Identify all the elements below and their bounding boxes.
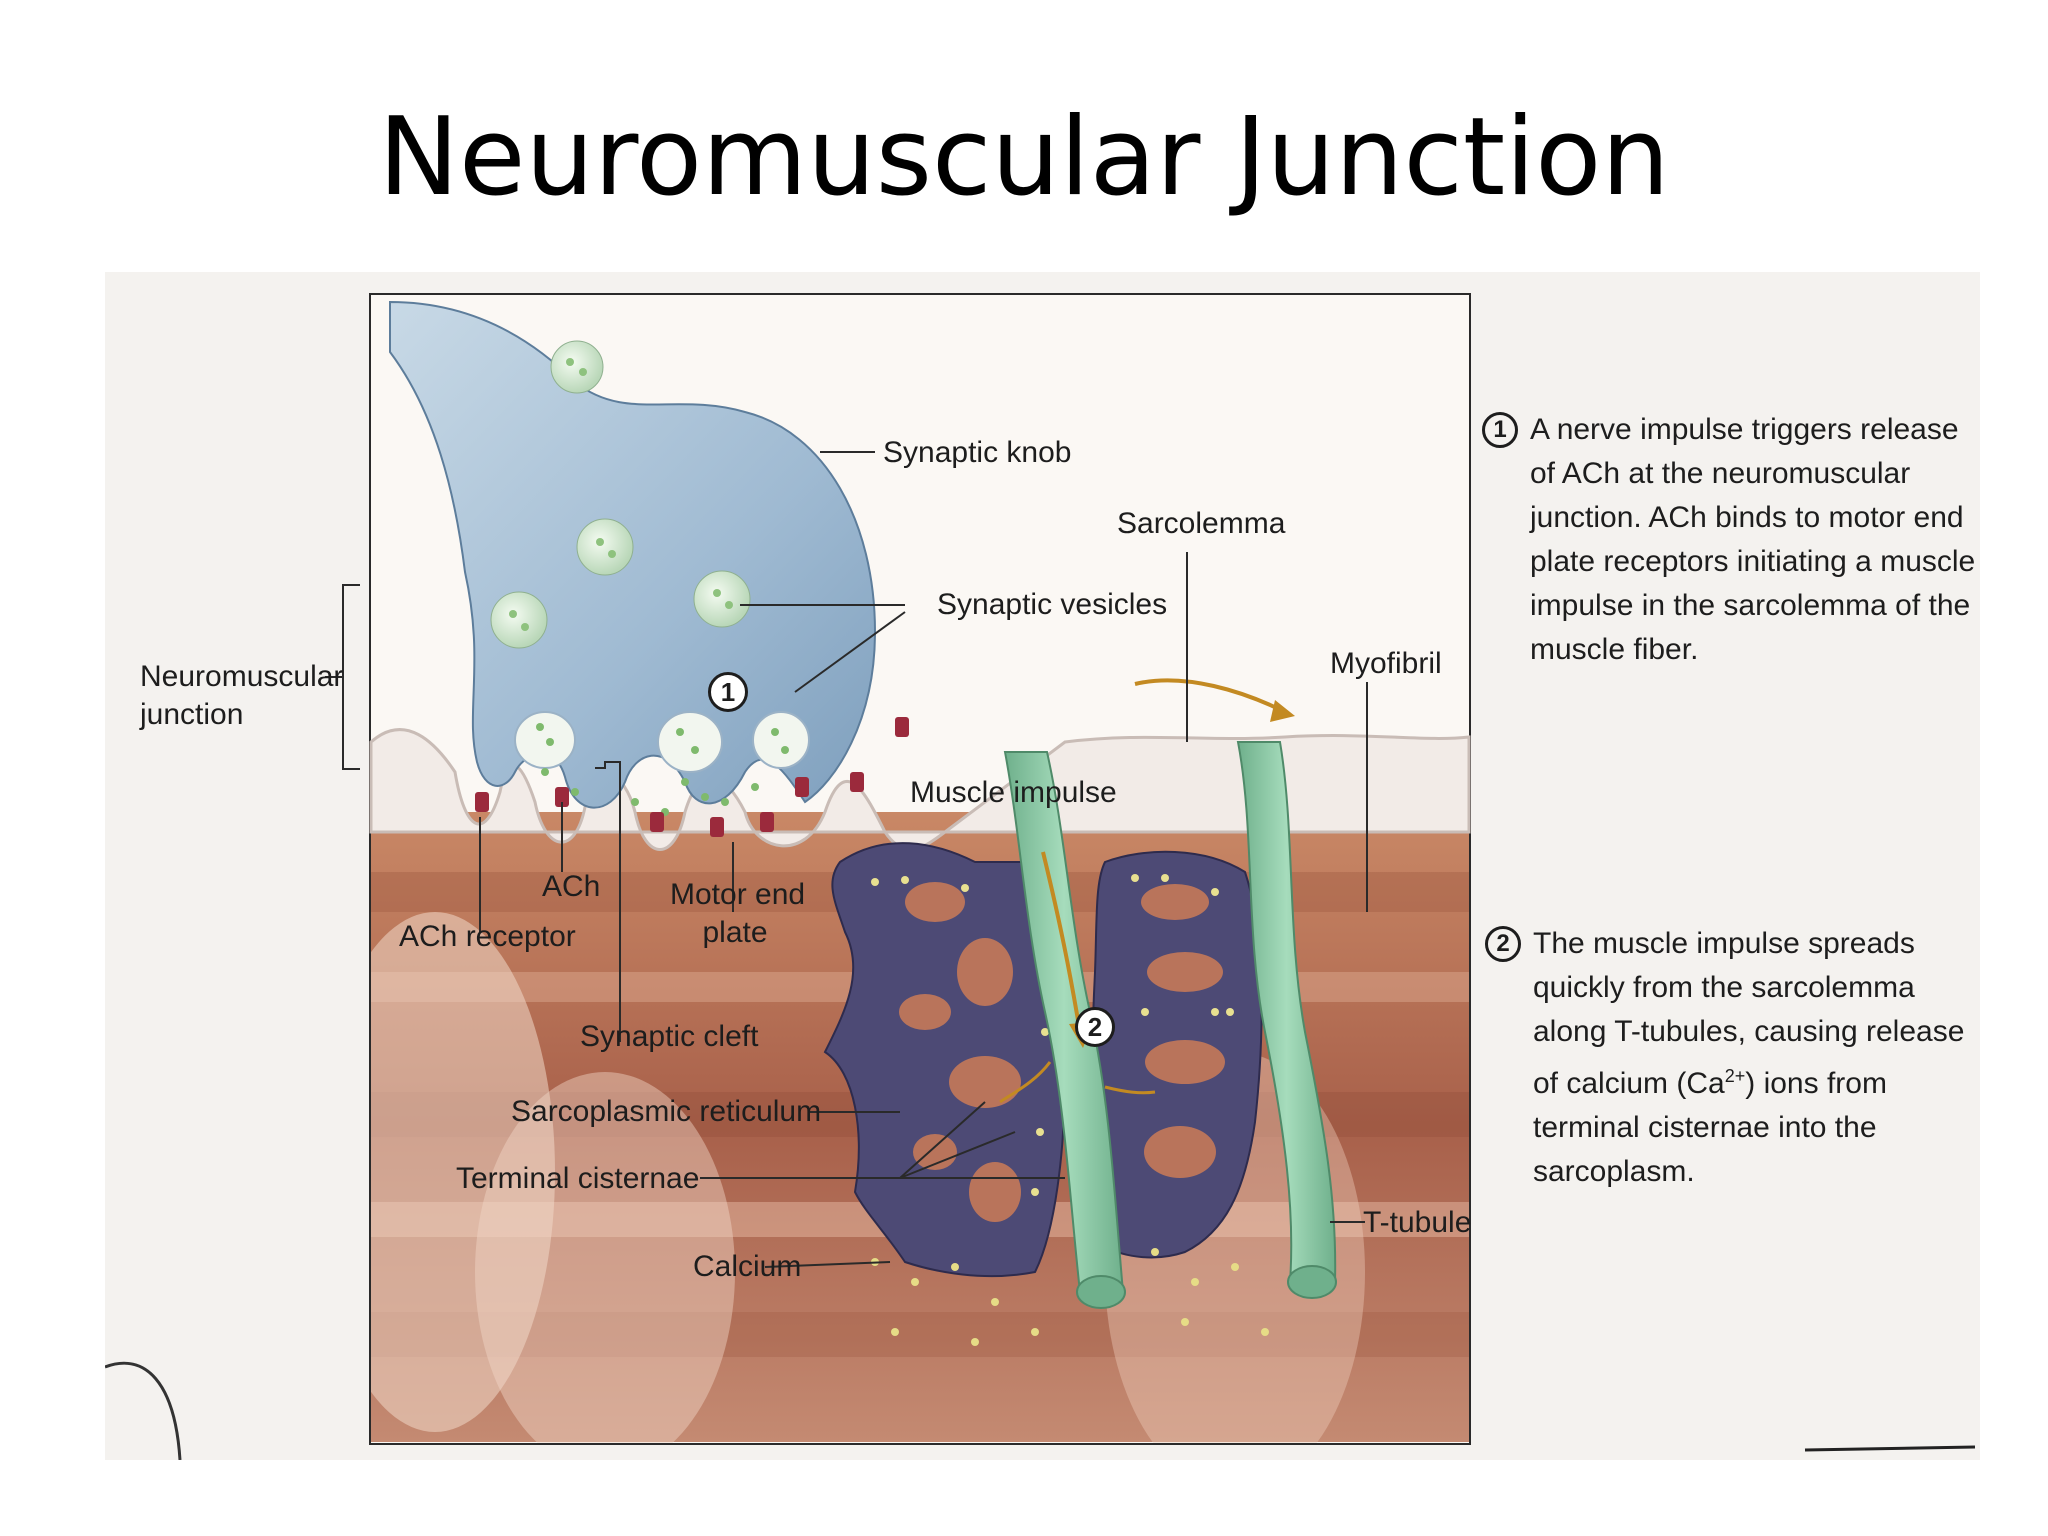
label-terminal-cisternae: Terminal cisternae xyxy=(456,1162,700,1195)
label-sarcoplasmic-reticulum: Sarcoplasmic reticulum xyxy=(511,1095,822,1128)
slide-title: Neuromuscular Junction xyxy=(378,95,1670,220)
label-t-tubule: T-tubule xyxy=(1363,1206,1472,1239)
step-marker-2: 2 xyxy=(1075,1007,1115,1047)
label-sarcolemma: Sarcolemma xyxy=(1117,507,1286,540)
sr-holes-right xyxy=(1141,884,1225,1178)
leader-lines xyxy=(325,451,1368,1268)
step-1-number: 1 xyxy=(1482,412,1518,448)
impulse-arrow-right xyxy=(1104,1085,1156,1095)
scan-edge-line xyxy=(1804,1445,1976,1452)
step-marker-1: 1 xyxy=(708,672,748,712)
ach-molecules xyxy=(536,723,809,816)
free-calcium-dots xyxy=(871,1248,1269,1346)
t-tubule-left-opening xyxy=(1076,1275,1126,1309)
label-synaptic-vesicles: Synaptic vesicles xyxy=(937,588,1168,621)
step-1-text: 1 A nerve impulse triggers release of AC… xyxy=(1482,408,1975,672)
synaptic-knob xyxy=(389,300,877,809)
sr-calcium-dots xyxy=(871,874,1234,1196)
scan-curve xyxy=(105,1361,182,1460)
impulse-arrow-left xyxy=(999,1061,1052,1104)
label-calcium: Calcium xyxy=(693,1250,802,1283)
label-myofibril: Myofibril xyxy=(1330,647,1442,680)
label-ach-receptor: ACh receptor xyxy=(399,920,576,953)
label-muscle-impulse: Muscle impulse xyxy=(910,776,1117,809)
label-ach: ACh xyxy=(542,870,601,903)
impulse-arrow-down xyxy=(1041,851,1082,1033)
fusing-vesicles xyxy=(514,711,810,773)
label-synaptic-knob: Synaptic knob xyxy=(883,436,1072,469)
label-synaptic-cleft: Synaptic cleft xyxy=(580,1020,759,1053)
ach-receptors xyxy=(475,717,909,837)
label-motor-end-plate: Motor end plate xyxy=(670,878,806,949)
step-2-number: 2 xyxy=(1485,926,1521,962)
t-tubule-right-opening xyxy=(1287,1265,1337,1299)
step-2-text: 2 The muscle impulse spreads quickly fro… xyxy=(1485,922,1973,1194)
impulse-arrow-top xyxy=(1134,678,1286,714)
diagram-illustration xyxy=(105,293,1976,1460)
synaptic-vesicles xyxy=(490,340,751,649)
label-neuromuscular-junction: Neuromuscular junction xyxy=(140,660,344,731)
diagram-scan: Synaptic knob Sarcolemma Synaptic vesicl… xyxy=(105,272,1980,1460)
